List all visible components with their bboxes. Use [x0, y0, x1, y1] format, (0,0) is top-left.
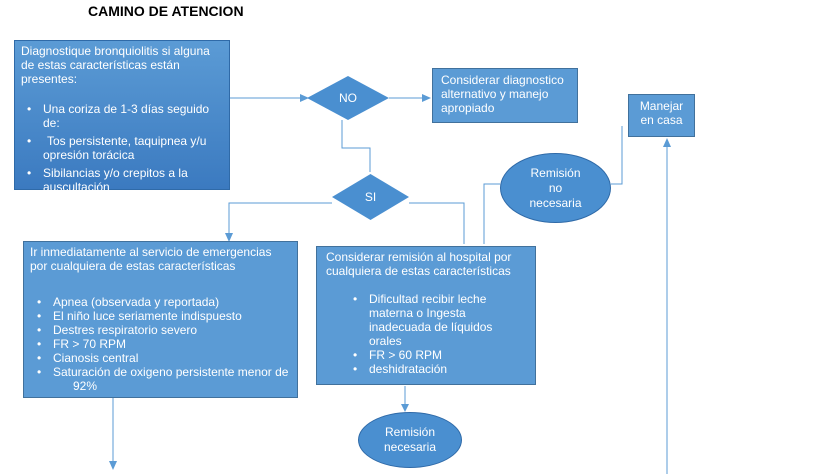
- arrow-si-to-emergencias: [228, 202, 332, 234]
- diagnosis-item: Sibilancias y/o crepitos a la auscultaci…: [27, 166, 223, 194]
- emergency-item: FR > 70 RPM: [37, 337, 291, 351]
- line-no-to-si: [341, 120, 371, 172]
- referral-item: FR > 60 RPM: [353, 348, 526, 362]
- diagnosis-item: Tos persistente, taquipnea y/u opresión …: [27, 134, 223, 162]
- emergency-item: El niño luce seriamente indispuesto: [37, 309, 291, 323]
- arrowhead-alt: [422, 94, 431, 102]
- referral-heading: Considerar remisión al hospital por cual…: [326, 250, 512, 278]
- arrowhead-necesaria: [401, 404, 409, 412]
- emergency-heading: Ir inmediatamente al servicio de emergen…: [30, 245, 272, 273]
- line-si-to-remision: [409, 202, 465, 244]
- line-ellipse-to-casa: [611, 126, 623, 185]
- diagnosis-box: Diagnostique bronquiolitis si alguna de …: [14, 40, 230, 194]
- emergency-box: Ir inmediatamente al servicio de emergen…: [23, 241, 298, 398]
- arrowhead-emergencias: [225, 233, 233, 242]
- diagnosis-item: Una coriza de 1-3 días seguido de:: [27, 102, 223, 130]
- referral-item: Dificultad recibir leche materna o Inges…: [353, 292, 526, 348]
- page-title: CAMINO DE ATENCION: [88, 3, 244, 19]
- emergency-item: Saturación de oxigeno persistente menor …: [37, 365, 291, 393]
- referral-not-needed-ellipse: Remisión no necesaria: [500, 153, 611, 223]
- hospital-referral-box: Considerar remisión al hospital por cual…: [316, 246, 536, 385]
- arrowhead-casa: [663, 138, 671, 147]
- emergency-item: Destres respiratorio severo: [37, 323, 291, 337]
- arrowhead-down: [109, 461, 117, 470]
- home-management-box: Manejar en casa: [628, 94, 695, 137]
- emergency-item: Apnea (observada y reportada): [37, 295, 291, 309]
- referral-item: deshidratación: [353, 362, 526, 376]
- emergency-item: Cianosis central: [37, 351, 291, 365]
- alternative-diagnosis-box: Considerar diagnostico alternativo y man…: [432, 68, 578, 123]
- arrowhead-no: [300, 94, 309, 102]
- diagnosis-heading: Diagnostique bronquiolitis si alguna de …: [21, 44, 210, 86]
- line-remision-to-ellipse: [483, 183, 500, 244]
- referral-needed-ellipse: Remisión necesaria: [358, 412, 462, 468]
